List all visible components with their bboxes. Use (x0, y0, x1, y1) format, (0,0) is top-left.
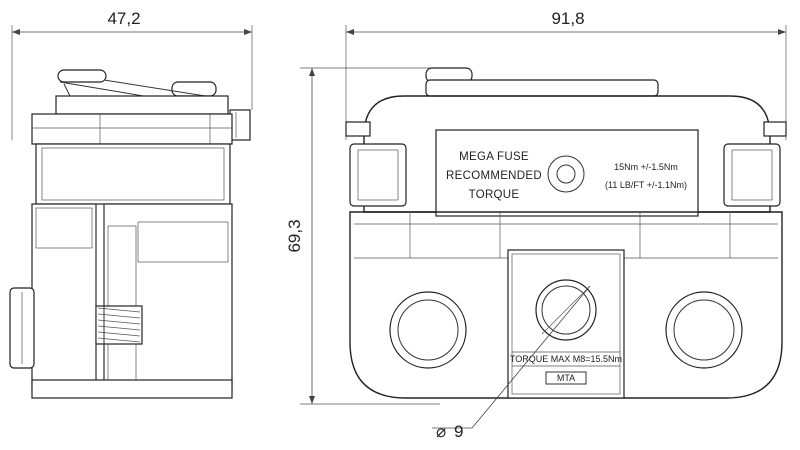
torque-label-plate: MEGA FUSE RECOMMENDED TORQUE 15Nm +/-1.5… (435, 129, 699, 217)
height-dimension: 69,3 (285, 67, 440, 405)
brand-logo: MTA (557, 373, 575, 383)
left-port (389, 291, 467, 369)
label-line-3: TORQUE (469, 189, 520, 201)
diameter-dimension: ⌀ 9 (432, 285, 591, 441)
side-width-value: 47,2 (107, 9, 140, 28)
side-width-dimension: 47,2 (11, 9, 253, 140)
right-port (665, 291, 743, 369)
torque-metric: 15Nm +/-1.5Nm (614, 162, 678, 172)
side-view: 47,2 (9, 9, 253, 399)
front-width-dimension: 91,8 (345, 9, 787, 140)
torque-imperial: (11 LB/FT +/-1.1Nm) (605, 180, 687, 190)
torque-max-label: TORQUE MAX M8=15.5Nm (510, 354, 622, 364)
front-view: 91,8 MEGA FUSE RECOMMENDED TORQUE 15Nm +… (345, 9, 787, 441)
label-line-1: MEGA FUSE (459, 151, 529, 163)
diameter-value: 9 (454, 422, 463, 441)
label-line-2: RECOMMENDED (446, 170, 542, 182)
height-value: 69,3 (285, 219, 304, 252)
center-terminal: TORQUE MAX M8=15.5Nm MTA (507, 249, 625, 399)
front-width-value: 91,8 (551, 9, 584, 28)
diameter-symbol: ⌀ (436, 422, 446, 441)
